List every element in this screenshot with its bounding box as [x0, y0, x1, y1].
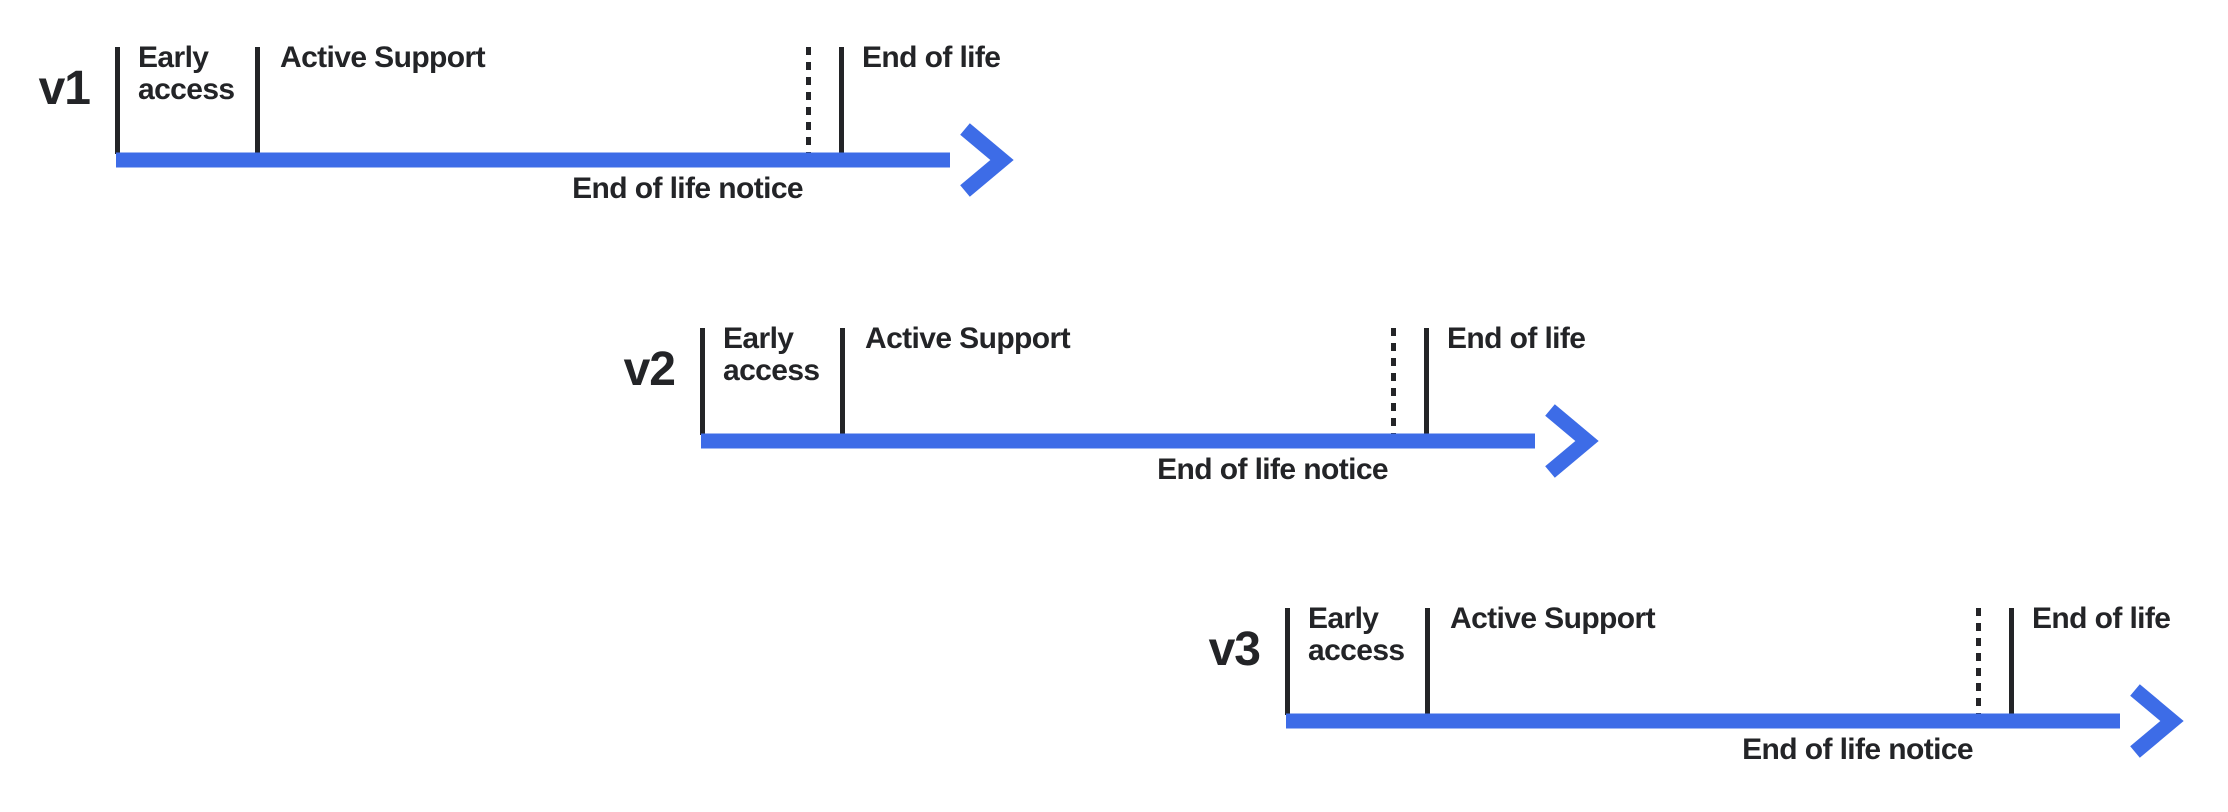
active-support-start-tick [840, 328, 845, 435]
eol-notice-dashed-line [1976, 608, 1981, 715]
timeline-arrow [701, 404, 1599, 478]
end-of-life-label: End of life [1447, 322, 1586, 355]
early-access-start-tick [1285, 608, 1290, 715]
version-label-v1: v1 [38, 62, 91, 115]
end-of-life-label: End of life [2032, 602, 2171, 635]
eol-notice-dashed-line [806, 47, 811, 154]
eol-notice-label: End of life notice [1157, 453, 1388, 486]
timeline-arrow [116, 123, 1014, 197]
end-of-life-tick [839, 47, 844, 154]
early-access-label: Early access [138, 41, 235, 106]
end-of-life-label: End of life [862, 41, 1001, 74]
early-access-label: Early access [723, 322, 820, 387]
eol-notice-label: End of life notice [1742, 733, 1973, 766]
timeline-arrow [1286, 684, 2184, 758]
version-label-v3: v3 [1208, 623, 1261, 676]
active-support-label: Active Support [280, 41, 486, 74]
eol-notice-label: End of life notice [572, 172, 803, 205]
early-access-label: Early access [1308, 602, 1405, 667]
active-support-label: Active Support [1450, 602, 1656, 635]
end-of-life-tick [2009, 608, 2014, 715]
active-support-label: Active Support [865, 322, 1071, 355]
early-access-start-tick [115, 47, 120, 154]
active-support-start-tick [1425, 608, 1430, 715]
active-support-start-tick [255, 47, 260, 154]
end-of-life-tick [1424, 328, 1429, 435]
version-label-v2: v2 [623, 343, 676, 396]
early-access-start-tick [700, 328, 705, 435]
eol-notice-dashed-line [1391, 328, 1396, 435]
